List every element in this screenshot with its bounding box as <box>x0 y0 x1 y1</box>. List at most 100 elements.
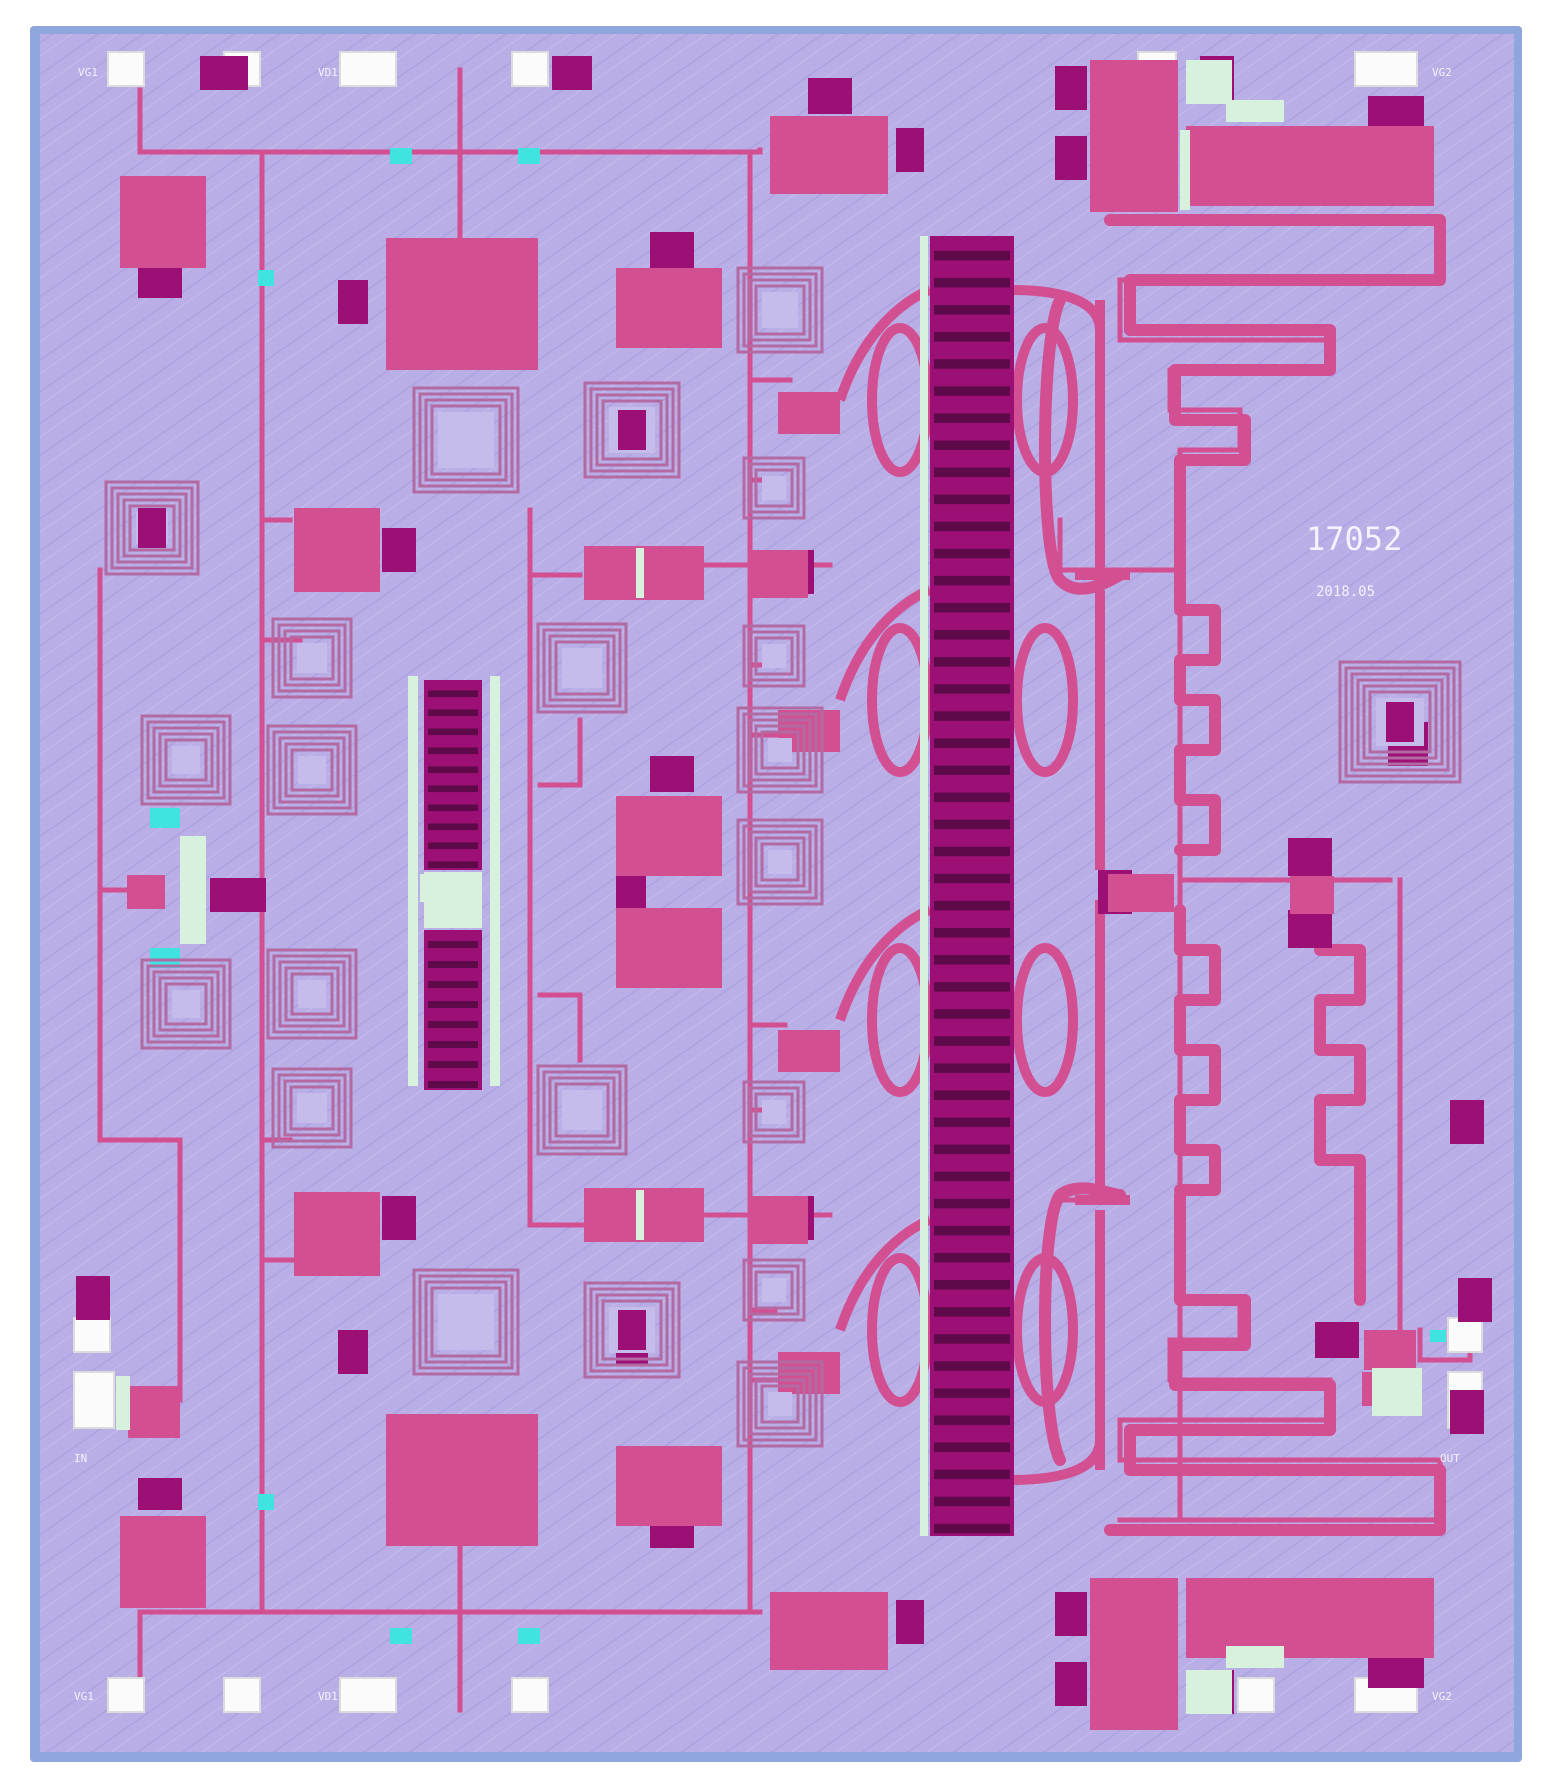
bond-pad <box>1354 51 1418 87</box>
spiral-turn <box>536 622 628 714</box>
dark-metal-pad <box>1450 1100 1484 1144</box>
spiral-turn <box>277 623 347 693</box>
spiral-turn <box>278 960 346 1028</box>
spiral-turn <box>748 1264 800 1316</box>
dark-metal-pad <box>650 756 694 792</box>
spiral-turn <box>412 1268 520 1376</box>
spiral-inductor <box>266 948 358 1040</box>
pale-stub <box>1226 100 1284 122</box>
spiral-turn <box>742 1366 818 1442</box>
spiral-turn <box>278 736 346 804</box>
gate-finger <box>934 1144 1010 1155</box>
spiral-turn <box>152 726 220 794</box>
spiral-turn <box>164 982 208 1026</box>
driver-gap <box>424 872 482 928</box>
gate-finger <box>428 1081 478 1088</box>
driver-transistor-lower <box>424 930 482 1090</box>
capacitor <box>648 546 704 600</box>
gate-finger <box>934 467 1010 478</box>
spiral-turn <box>140 714 232 806</box>
spiral-turn <box>754 468 794 508</box>
bond-pad <box>511 51 549 87</box>
capacitor <box>386 238 538 370</box>
gate-finger <box>934 1225 1010 1236</box>
via-hole <box>390 148 412 164</box>
dark-metal-pad <box>616 870 646 914</box>
gate-finger <box>428 728 478 736</box>
gate-finger <box>428 766 478 774</box>
dark-metal-pad <box>552 56 592 90</box>
spiral-core <box>438 1294 494 1350</box>
spiral-core <box>438 412 494 468</box>
gate-finger <box>934 1009 1010 1019</box>
dark-metal-pad <box>1055 66 1087 110</box>
spiral-turn <box>742 1080 806 1144</box>
spiral-inductor <box>536 1064 628 1156</box>
spiral-turn <box>736 1360 824 1448</box>
spiral-turn <box>284 742 340 798</box>
gate-finger <box>934 332 1010 342</box>
gate-finger <box>934 1496 1010 1507</box>
spiral-turn <box>271 1067 353 1149</box>
spiral-turn <box>122 498 182 558</box>
capacitor <box>120 176 206 268</box>
gate-finger <box>428 690 478 698</box>
capacitor <box>1290 876 1334 914</box>
spiral-inductor <box>742 624 806 688</box>
gate-finger <box>428 823 478 831</box>
output-rail <box>920 236 928 1536</box>
via-hole <box>258 270 274 286</box>
spiral-turn <box>1368 690 1432 754</box>
via-hole <box>390 1628 412 1644</box>
spiral-inductor <box>140 958 232 1050</box>
capacitor <box>1364 1330 1416 1370</box>
capacitor <box>127 875 165 909</box>
dark-metal-pad <box>1288 838 1332 876</box>
gate-finger <box>934 1198 1010 1209</box>
gate-finger <box>934 1090 1010 1100</box>
spiral-core <box>172 990 200 1018</box>
gate-finger <box>934 1442 1010 1453</box>
capacitor <box>778 392 840 434</box>
gate-finger <box>428 981 478 988</box>
spiral-turn <box>748 1372 812 1436</box>
bond-pad <box>1447 1317 1483 1353</box>
spiral-turn <box>283 1079 341 1137</box>
spiral-turn <box>289 635 335 681</box>
gate-finger <box>934 1117 1010 1128</box>
gate-finger <box>934 819 1010 830</box>
spiral-turn <box>110 486 194 570</box>
gate-finger <box>428 804 478 812</box>
dark-metal-pad <box>1368 96 1424 126</box>
spiral-turn <box>742 824 818 900</box>
gate-finger <box>934 494 1010 505</box>
spiral-inductor <box>742 1080 806 1144</box>
spiral-center-pad <box>138 508 166 548</box>
gate-finger <box>934 1063 1010 1073</box>
bond-pad <box>107 1677 145 1713</box>
spiral-turn <box>748 1086 800 1138</box>
spiral-turn <box>760 842 800 882</box>
spiral-core <box>297 1093 327 1123</box>
gate-finger <box>428 1061 478 1068</box>
gate-finger <box>934 602 1010 613</box>
pale-stub <box>1180 130 1190 210</box>
dark-metal-pad <box>1055 136 1087 180</box>
dark-metal-pad <box>1055 1662 1087 1706</box>
spiral-turn <box>589 387 675 473</box>
spiral-turn <box>1350 672 1450 772</box>
spiral-inductor <box>736 818 824 906</box>
capacitor <box>1186 126 1434 206</box>
pale-stub <box>1186 1670 1232 1714</box>
gate-finger <box>934 1036 1010 1046</box>
spiral-turn <box>748 718 812 782</box>
spiral-turn <box>736 818 824 906</box>
spiral-turn <box>1356 678 1444 766</box>
gate-finger <box>934 630 1010 640</box>
spiral-turn <box>754 836 806 888</box>
gate-finger <box>934 1523 1010 1534</box>
bond-pad <box>107 51 145 87</box>
spiral-core <box>562 1090 602 1130</box>
dark-metal-pad <box>1288 910 1332 948</box>
